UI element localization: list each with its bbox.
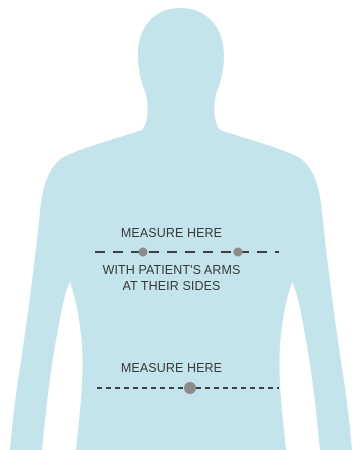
arms-instruction-line-1: WITH PATIENT'S ARMS (0, 263, 352, 278)
measure-here-upper-label: MEASURE HERE (0, 226, 352, 241)
measure-here-lower-label: MEASURE HERE (0, 361, 352, 376)
lower-center-marker (184, 382, 196, 394)
upper-right-marker (234, 248, 243, 257)
arms-instruction-line-2: AT THEIR SIDES (0, 279, 352, 294)
upper-left-marker (139, 248, 148, 257)
